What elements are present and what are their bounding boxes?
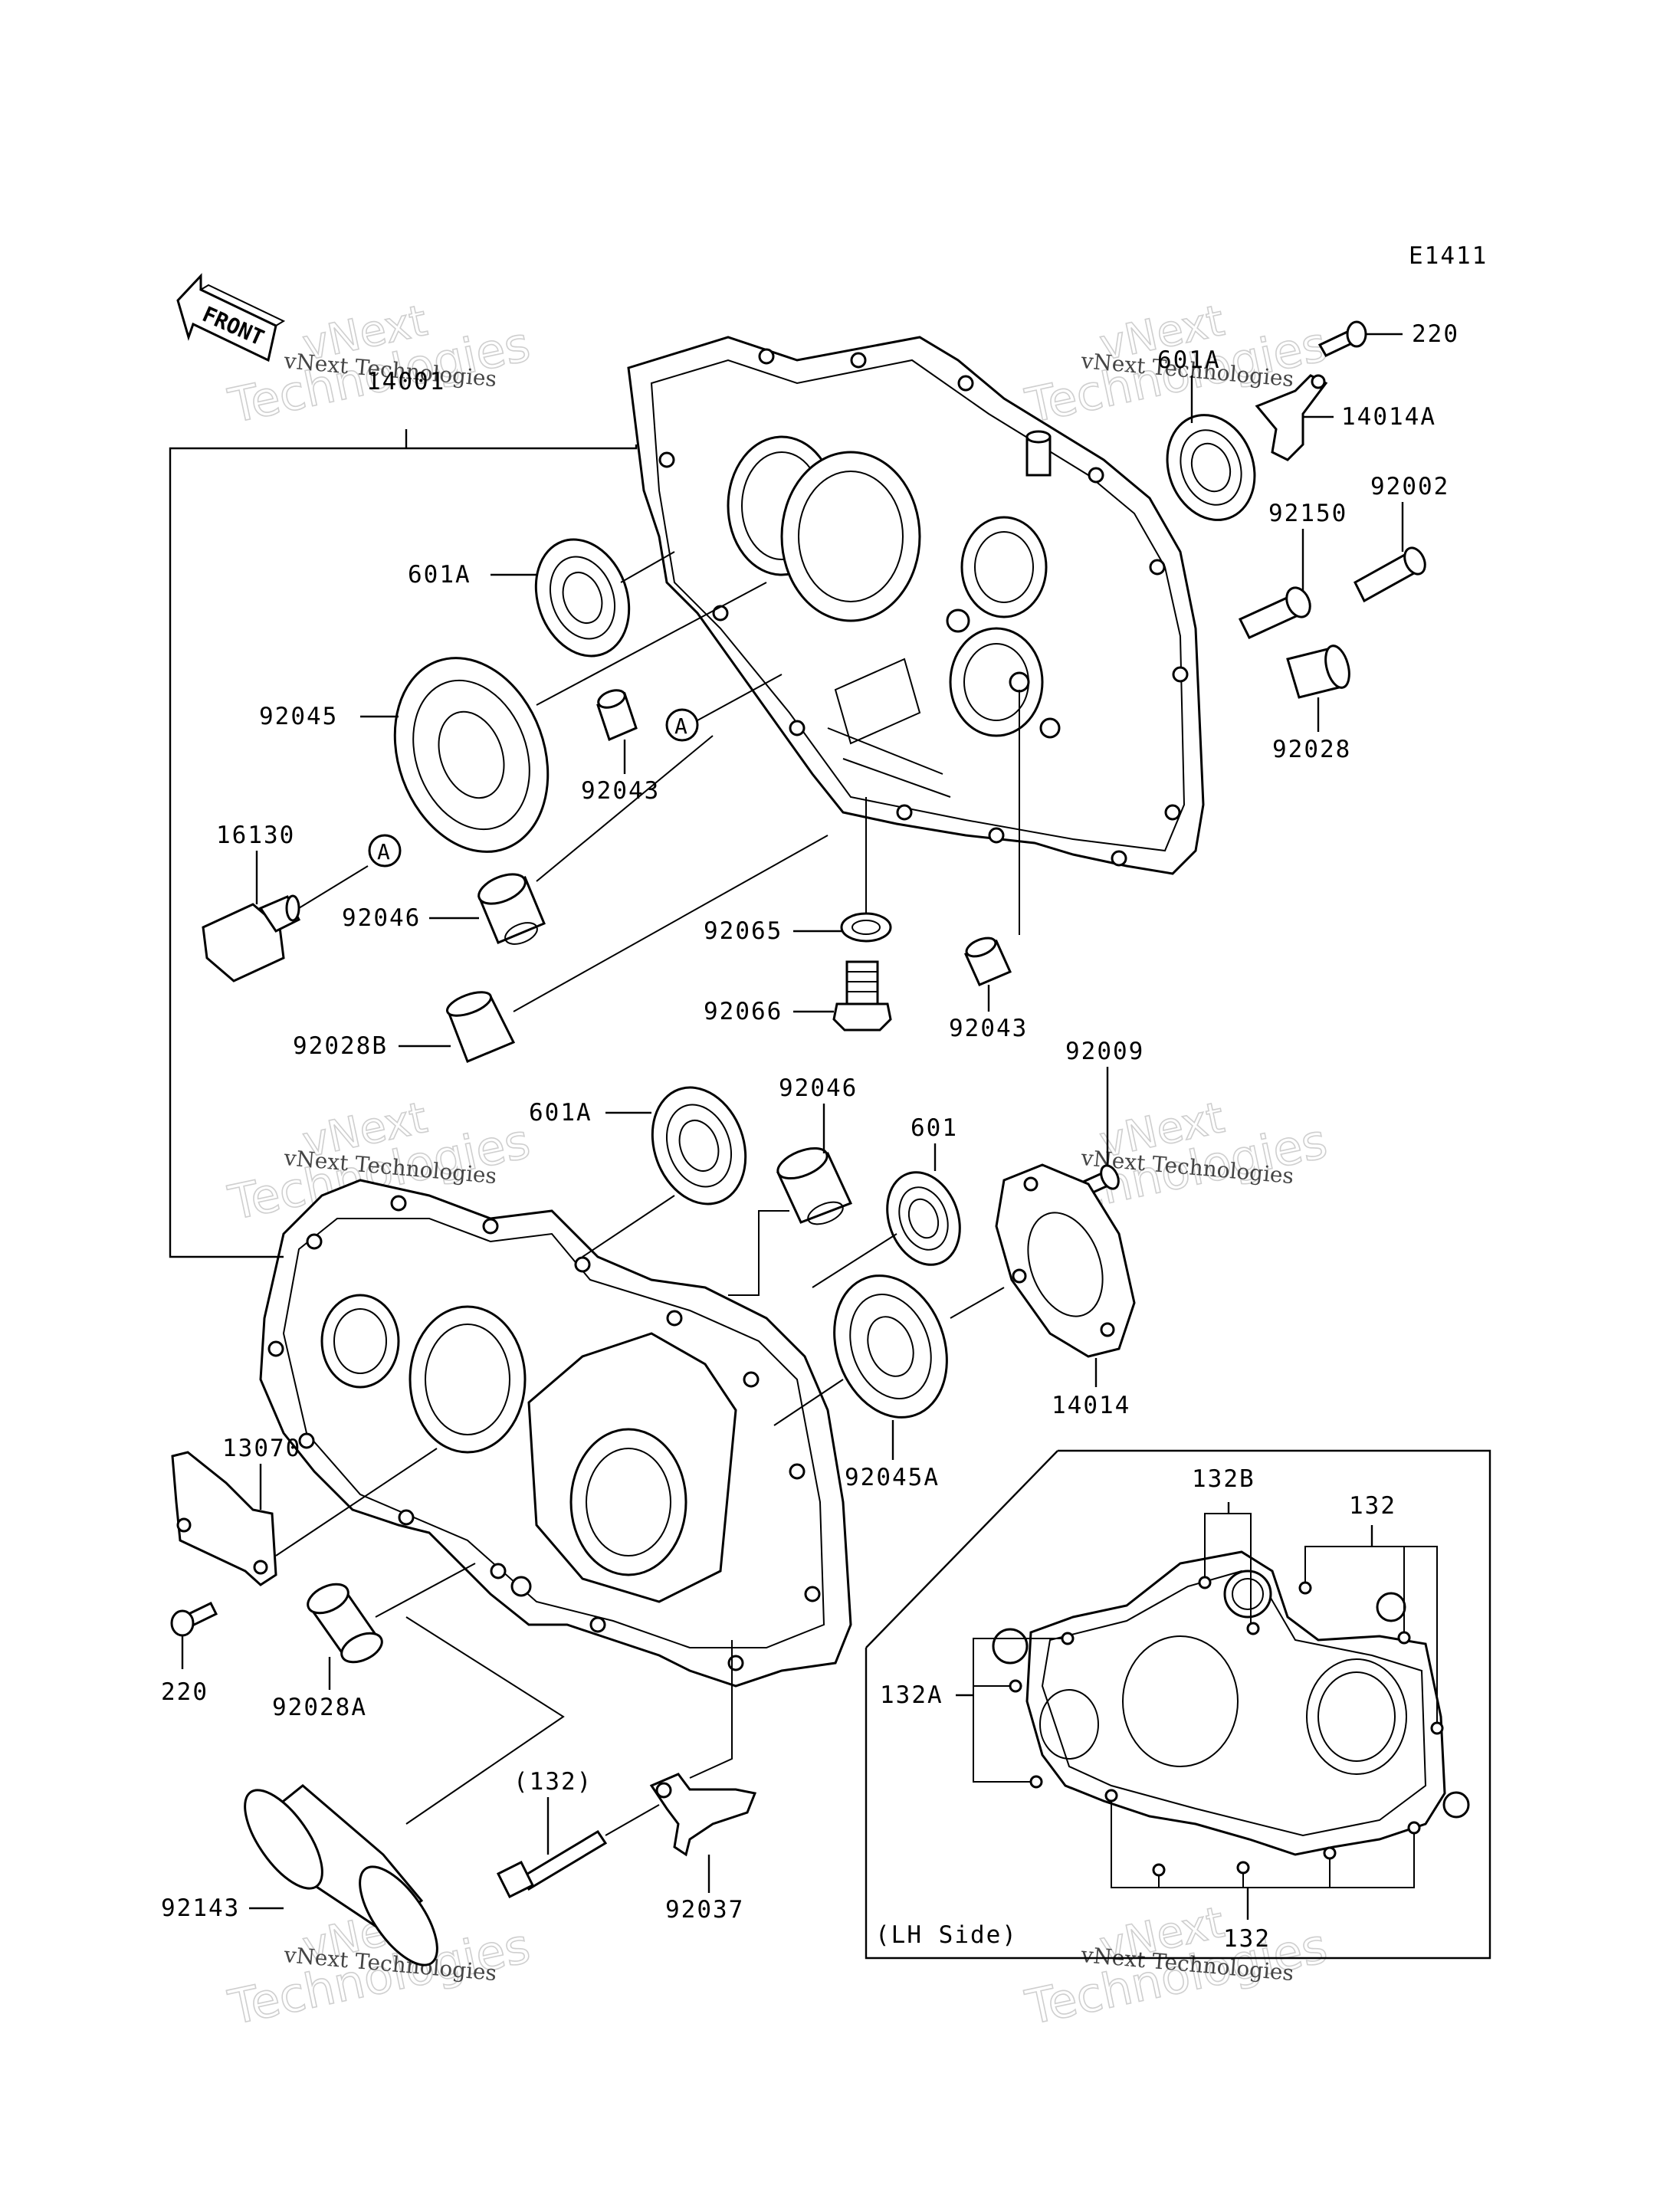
label-92002: 92002 <box>1370 473 1449 500</box>
clamp-92037 <box>649 1640 757 1893</box>
callout-a-left-text: A <box>377 839 390 864</box>
label-92046-mid: 92046 <box>779 1074 858 1102</box>
label-92143: 92143 <box>161 1894 240 1922</box>
inset-caption: (LH Side) <box>875 1921 1018 1949</box>
upper-crankcase <box>627 336 1205 875</box>
plate-13070 <box>171 1448 438 1586</box>
diagram-code: E1411 <box>1409 242 1488 270</box>
label-16130: 16130 <box>216 822 295 849</box>
label-92150: 92150 <box>1268 500 1347 527</box>
label-92028B: 92028B <box>293 1032 388 1060</box>
bearing-601A-mid <box>582 1086 747 1258</box>
bracket-14001 <box>169 429 638 1258</box>
label-601: 601 <box>911 1114 958 1142</box>
label-132-paren: (132) <box>514 1768 592 1796</box>
label-92028A: 92028A <box>272 1694 367 1721</box>
bushing-92046-upper <box>429 735 714 945</box>
stud-92150 <box>1238 529 1311 639</box>
label-132B: 132B <box>1192 1465 1255 1493</box>
callout-a-left: A <box>368 834 402 868</box>
label-92043-lower: 92043 <box>949 1015 1028 1042</box>
label-92066: 92066 <box>704 998 783 1025</box>
bearing-601A-left <box>491 538 675 658</box>
bolt-220-bottom <box>170 1602 218 1669</box>
bushing-92046-mid <box>728 1104 853 1296</box>
switch-16130 <box>202 851 369 982</box>
lh-side-inset <box>865 1449 1491 1960</box>
label-92028: 92028 <box>1272 736 1351 763</box>
gasket-14014 <box>950 1163 1136 1387</box>
bolt-132 <box>496 1797 660 1899</box>
label-92046-upper: 92046 <box>342 904 421 932</box>
callout-a-upper: A <box>665 674 783 742</box>
dowel-92043-upper <box>596 689 638 774</box>
label-14001: 14001 <box>366 368 445 395</box>
seal-92143 <box>244 1616 565 1966</box>
bearing-92045 <box>360 582 767 853</box>
label-92037: 92037 <box>665 1896 744 1924</box>
label-13070: 13070 <box>222 1435 301 1462</box>
lower-crankcase <box>259 1179 852 1688</box>
cap-92028B <box>399 835 829 1063</box>
plug-92028 <box>1286 645 1350 732</box>
label-92045: 92045 <box>259 703 338 730</box>
seal-92028A <box>307 1563 476 1690</box>
label-92065: 92065 <box>704 917 783 945</box>
label-132-top: 132 <box>1349 1492 1396 1520</box>
label-132-bottom: 132 <box>1223 1925 1271 1953</box>
label-92045A: 92045A <box>845 1464 940 1491</box>
callout-a-upper-text: A <box>674 713 687 739</box>
washer-92065 <box>793 797 892 943</box>
stud-92002 <box>1354 502 1426 603</box>
label-601A-top: 601A <box>1157 346 1221 374</box>
label-132A: 132A <box>880 1681 943 1709</box>
front-arrow-icon: FRONT <box>176 273 286 362</box>
plug-92066 <box>793 960 892 1032</box>
label-92043-upper: 92043 <box>581 777 660 805</box>
bolt-220-top <box>1317 320 1403 357</box>
label-601A-left: 601A <box>408 561 471 589</box>
dowel-92043-lower <box>964 690 1020 1012</box>
bearing-601A-top <box>1166 376 1256 521</box>
label-601A-mid: 601A <box>529 1099 592 1127</box>
label-14014: 14014 <box>1052 1392 1130 1419</box>
label-220-top: 220 <box>1412 320 1459 348</box>
label-92009: 92009 <box>1065 1038 1144 1065</box>
label-14014A: 14014A <box>1341 403 1436 431</box>
bearing-601 <box>812 1143 961 1288</box>
label-220-bottom: 220 <box>161 1678 208 1706</box>
plate-14014A <box>1255 374 1334 461</box>
bearing-92045A <box>773 1274 948 1460</box>
